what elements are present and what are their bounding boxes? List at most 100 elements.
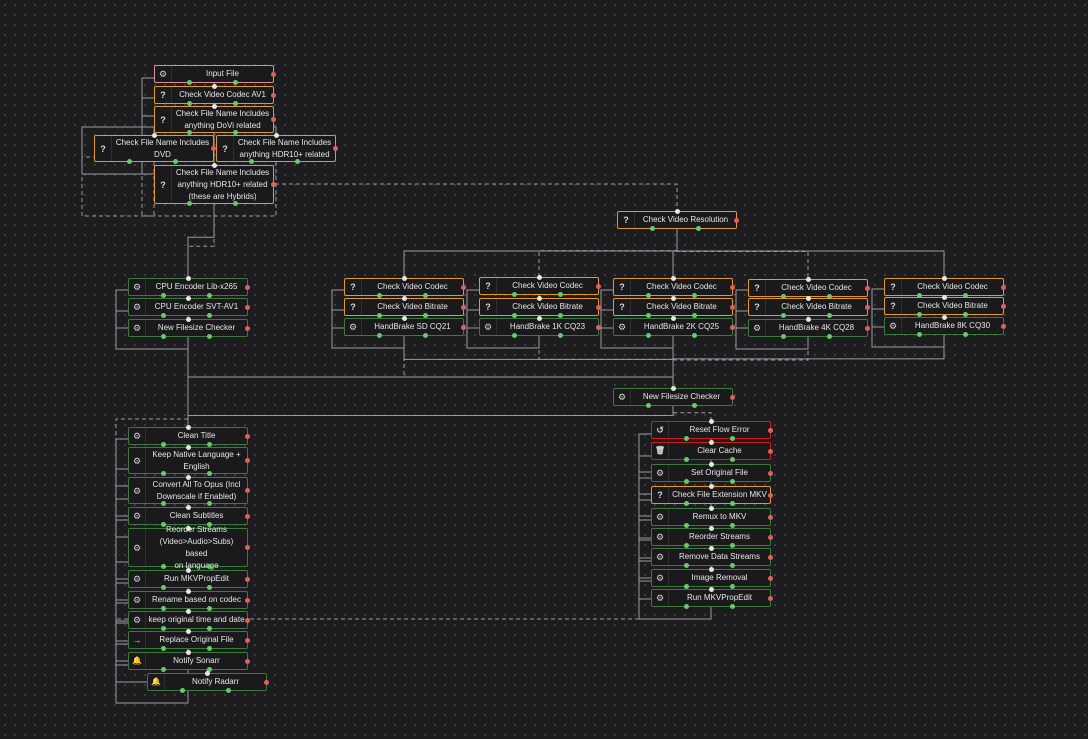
success-port[interactable] (207, 626, 212, 631)
flow-node-rename[interactable]: ⚙Rename based on codec (128, 589, 250, 611)
success-port[interactable] (187, 130, 192, 135)
success-port[interactable] (917, 332, 922, 337)
output-port[interactable] (1001, 303, 1006, 309)
flow-node-filesize-mid[interactable]: ⚙New Filesize Checker (613, 386, 735, 408)
success-port[interactable] (730, 523, 735, 528)
success-port[interactable] (377, 293, 382, 298)
output-port[interactable] (596, 324, 601, 330)
input-port[interactable] (185, 296, 191, 301)
input-port[interactable] (708, 546, 714, 551)
success-port[interactable] (730, 604, 735, 609)
output-port[interactable] (245, 658, 250, 664)
success-port[interactable] (207, 606, 212, 611)
flow-node-hb-sd[interactable]: ⚙HandBrake SD CQ21 (344, 316, 466, 338)
success-port[interactable] (207, 293, 212, 298)
input-port[interactable] (211, 84, 217, 89)
input-port[interactable] (536, 296, 542, 301)
output-port[interactable] (730, 284, 735, 290)
output-port[interactable] (245, 458, 250, 463)
success-port[interactable] (646, 403, 651, 408)
input-port[interactable] (185, 609, 191, 614)
success-port[interactable] (180, 688, 185, 693)
output-port[interactable] (264, 679, 269, 685)
success-port[interactable] (684, 457, 689, 462)
input-port[interactable] (401, 296, 407, 301)
success-port[interactable] (827, 313, 832, 318)
success-port[interactable] (917, 293, 922, 298)
input-port[interactable] (185, 526, 191, 531)
success-port[interactable] (423, 293, 428, 298)
success-port[interactable] (377, 313, 382, 318)
output-port[interactable] (245, 325, 250, 331)
success-port[interactable] (730, 501, 735, 506)
flow-node-k4-codec[interactable]: ?Check Video Codec (748, 277, 870, 299)
flow-node-k4-bitrate[interactable]: ?Check Video Bitrate (748, 296, 870, 318)
output-port[interactable] (333, 146, 338, 151)
input-port[interactable] (941, 315, 947, 320)
output-port[interactable] (768, 554, 773, 560)
success-port[interactable] (730, 543, 735, 548)
success-port[interactable] (161, 626, 166, 631)
success-port[interactable] (233, 101, 238, 106)
flow-node-k1-bitrate[interactable]: ?Check Video Bitrate (479, 296, 601, 318)
input-port[interactable] (151, 133, 157, 138)
success-port[interactable] (684, 436, 689, 441)
output-port[interactable] (1001, 323, 1006, 329)
success-port[interactable] (730, 436, 735, 441)
output-port[interactable] (245, 617, 250, 623)
success-port[interactable] (233, 80, 238, 85)
flow-node-k8-bitrate[interactable]: ?Check Video Bitrate (884, 295, 1006, 317)
success-port[interactable] (233, 201, 238, 206)
flow-node-check-hdr10[interactable]: ?Check File Name Includes anything HDR10… (216, 133, 338, 164)
flow-node-reset-flow[interactable]: ↺Reset Flow Error (651, 419, 773, 441)
success-port[interactable] (423, 313, 428, 318)
success-port[interactable] (207, 442, 212, 447)
success-port[interactable] (963, 312, 968, 317)
success-port[interactable] (187, 201, 192, 206)
flow-node-replace[interactable]: →Replace Original File (128, 629, 250, 651)
success-port[interactable] (207, 522, 212, 527)
success-port[interactable] (161, 313, 166, 318)
flow-node-notify-radarr[interactable]: 🔔Notify Radarr (147, 671, 269, 693)
flow-node-cpu-x265[interactable]: ⚙CPU Encoder Lib-x265 (128, 276, 250, 298)
success-port[interactable] (558, 292, 563, 297)
flow-node-check-hybrid[interactable]: ?Check File Name Includes anything HDR10… (154, 163, 276, 206)
success-port[interactable] (295, 159, 300, 164)
success-port[interactable] (207, 667, 212, 672)
output-port[interactable] (730, 324, 735, 330)
flow-node-k1-codec[interactable]: ?Check Video Codec (479, 275, 601, 297)
flow-node-k2-bitrate[interactable]: ?Check Video Bitrate (613, 296, 735, 318)
output-port[interactable] (245, 304, 250, 310)
success-port[interactable] (226, 688, 231, 693)
input-port[interactable] (204, 671, 210, 676)
output-port[interactable] (730, 394, 735, 400)
flow-node-image-removal[interactable]: ⚙Image Removal (651, 567, 773, 589)
success-port[interactable] (692, 293, 697, 298)
success-port[interactable] (512, 292, 517, 297)
success-port[interactable] (207, 564, 212, 569)
input-port[interactable] (674, 209, 680, 214)
success-port[interactable] (161, 646, 166, 651)
flow-node-hb-4k[interactable]: ⚙HandBrake 4K CQ28 (748, 317, 870, 339)
input-port[interactable] (708, 587, 714, 592)
success-port[interactable] (730, 563, 735, 568)
input-port[interactable] (185, 425, 191, 430)
success-port[interactable] (161, 501, 166, 506)
success-port[interactable] (512, 313, 517, 318)
success-port[interactable] (646, 333, 651, 338)
output-port[interactable] (596, 283, 601, 289)
success-port[interactable] (249, 159, 254, 164)
input-port[interactable] (708, 484, 714, 489)
flow-node-remove-data[interactable]: ⚙Remove Data Streams (651, 546, 773, 568)
input-port[interactable] (536, 316, 542, 321)
success-port[interactable] (646, 313, 651, 318)
input-port[interactable] (941, 276, 947, 281)
success-port[interactable] (161, 442, 166, 447)
input-port[interactable] (670, 296, 676, 301)
input-port[interactable] (185, 629, 191, 634)
success-port[interactable] (650, 226, 655, 231)
output-port[interactable] (271, 71, 276, 77)
success-port[interactable] (377, 333, 382, 338)
output-port[interactable] (734, 217, 739, 223)
